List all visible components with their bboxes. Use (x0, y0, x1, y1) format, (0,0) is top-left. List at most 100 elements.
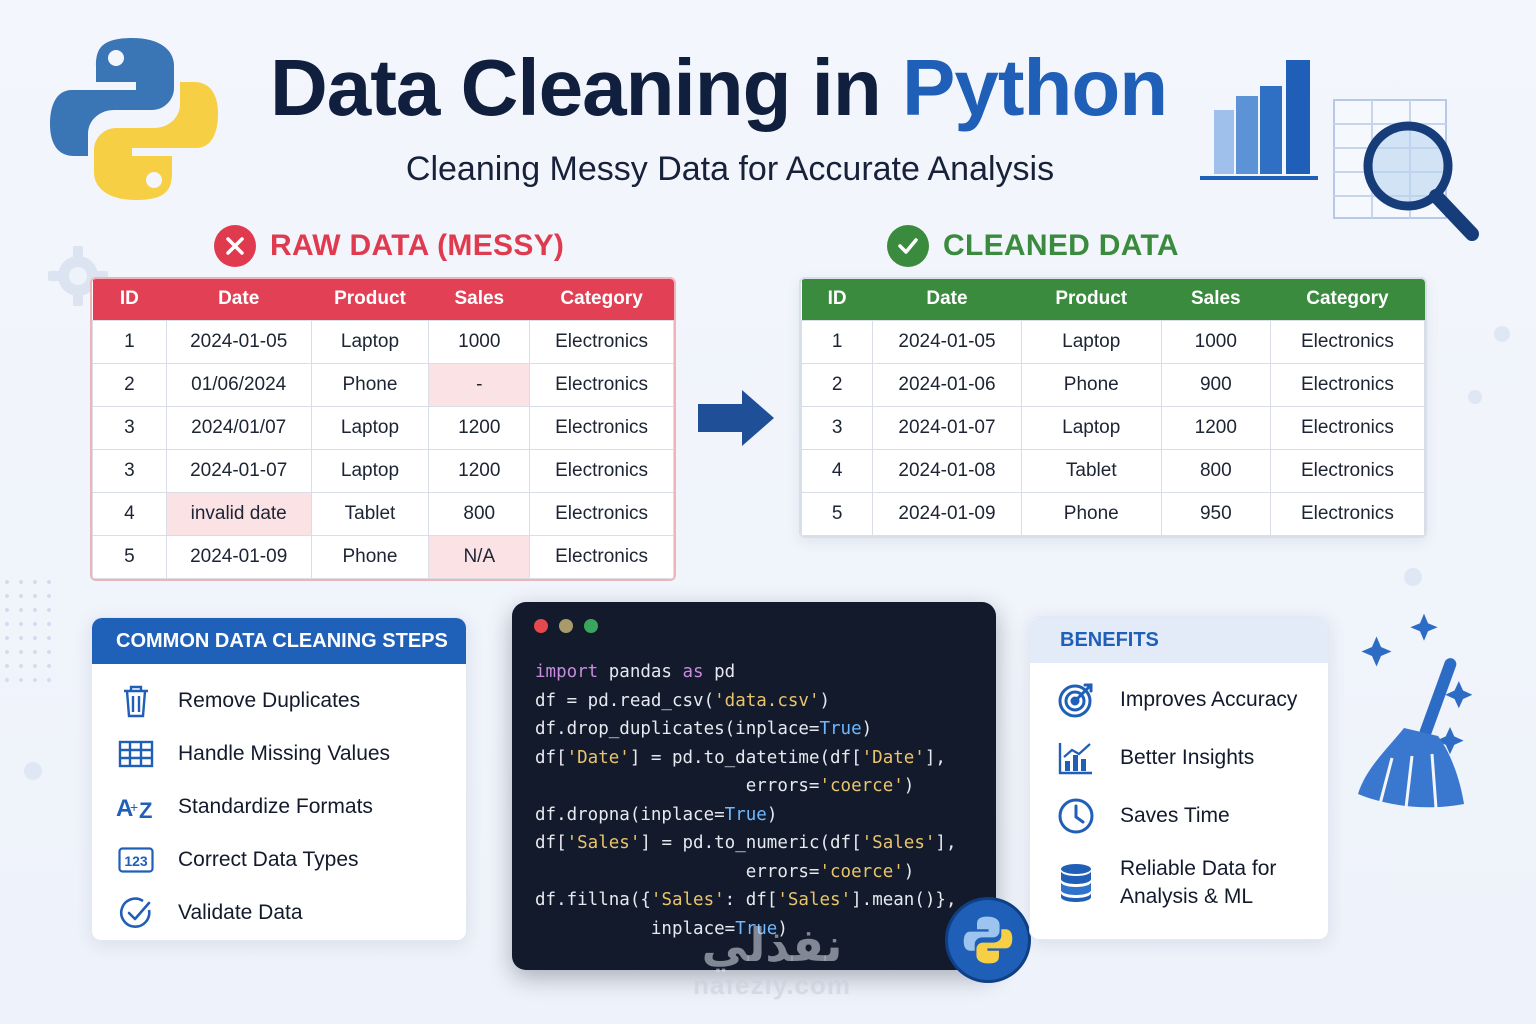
column-header: ID (92, 279, 167, 320)
code-line: inplace=True) (535, 915, 956, 944)
code-token: 'Sales' (861, 833, 936, 853)
code-token: df[ (535, 833, 567, 853)
column-header: Date (872, 279, 1022, 320)
table-cell: 1000 (1160, 319, 1271, 364)
python-logo-icon (50, 38, 218, 200)
table-cell: Electronics (529, 405, 674, 450)
table-cell: 2024-01-06 (872, 362, 1022, 407)
table-cell: Electronics (529, 448, 674, 493)
code-token: 'Sales' (777, 890, 852, 910)
target-icon (1048, 681, 1104, 719)
benefits-heading: BENEFITS (1030, 617, 1328, 663)
gear-icon (48, 246, 108, 306)
table-cell: Laptop (310, 448, 430, 493)
database-icon (1048, 862, 1104, 904)
code-token: True (819, 719, 862, 739)
table-cell: 1 (92, 319, 167, 364)
code-line: df.dropna(inplace=True) (535, 801, 956, 830)
table-cell: 1200 (428, 405, 531, 450)
table-cell: 1200 (428, 448, 531, 493)
table-cell: Electronics (1269, 491, 1425, 536)
step-label: Handle Missing Values (178, 741, 391, 765)
code-token: : df[ (724, 890, 778, 910)
table-cell: Laptop (1020, 405, 1162, 450)
step-label: Remove Duplicates (178, 688, 361, 712)
code-token: ].mean()}, (851, 890, 957, 910)
step-label: Correct Data Types (178, 847, 359, 871)
broom-sparkle-icon (1358, 613, 1473, 809)
code-token: 'Sales' (566, 833, 641, 853)
title-main: Data Cleaning in (270, 43, 882, 132)
cleaning-steps-card: COMMON DATA CLEANING STEPS Remove Duplic… (91, 617, 467, 941)
check-circle-icon (106, 896, 166, 930)
decor-circle (24, 762, 42, 780)
window-controls (534, 619, 598, 633)
python-badge-icon (945, 897, 1031, 983)
code-token: df.fillna({ (535, 890, 651, 910)
watermark: نفذلي nafezly.com (672, 920, 872, 1001)
table-cell: invalid date (165, 491, 312, 536)
code-token: errors= (535, 861, 820, 882)
title-accent: Python (902, 43, 1168, 132)
cleaned-data-heading-text: CLEANED DATA (943, 229, 1179, 262)
code-line: errors='coerce') (535, 772, 956, 801)
table-cell: 01/06/2024 (165, 362, 312, 407)
code-token: ) (903, 776, 915, 796)
table-cell: 5 (801, 491, 874, 536)
code-line: errors='coerce') (535, 858, 956, 887)
code-token: True (735, 918, 778, 939)
table-cell: 2024-01-08 (872, 448, 1022, 493)
table-cell: Electronics (1269, 319, 1425, 364)
svg-text:123: 123 (124, 853, 148, 869)
code-token: ) (903, 861, 915, 882)
code-token: df.drop_duplicates(inplace= (535, 719, 820, 739)
clock-icon (1048, 797, 1104, 835)
table-grid-icon (106, 740, 166, 768)
analytics-chart-icon (1200, 60, 1479, 241)
code-token: ) (819, 690, 831, 711)
code-token: ) (777, 918, 788, 939)
benefit-item: Better Insights (1048, 729, 1328, 787)
code-line: df['Date'] = pd.to_datetime(df['Date'], (535, 744, 956, 773)
table-cell: 4 (92, 491, 167, 536)
step-label: Standardize Formats (178, 794, 373, 818)
table-cell: 1200 (1160, 405, 1271, 450)
code-token: ], (935, 833, 957, 853)
benefit-label: Reliable Data for Analysis & ML (1120, 857, 1277, 908)
table-cell: 900 (1160, 362, 1271, 407)
table-cell: Electronics (1269, 362, 1425, 407)
code-line: df['Sales'] = pd.to_numeric(df['Sales'], (535, 829, 956, 858)
step-label: Validate Data (178, 900, 303, 924)
decor-circle (1494, 326, 1510, 342)
code-token: as (682, 662, 704, 682)
table-cell: Laptop (310, 405, 430, 450)
code-line: df.drop_duplicates(inplace=True) (535, 715, 956, 744)
code-token: 'Sales' (650, 890, 725, 910)
table-cell: 1 (801, 319, 874, 364)
table-cell: 2024-01-05 (165, 319, 312, 364)
decor-circle (1468, 390, 1482, 404)
success-check-icon (887, 225, 929, 267)
table-cell: Phone (310, 534, 430, 579)
decor-circle (1404, 568, 1422, 586)
column-header: Sales (428, 279, 530, 320)
error-x-icon (214, 225, 256, 267)
table-cell: 5 (92, 534, 167, 579)
code-token: errors= (535, 776, 820, 796)
code-token: 'Date' (566, 747, 630, 768)
benefit-label: Better Insights (1120, 746, 1255, 769)
